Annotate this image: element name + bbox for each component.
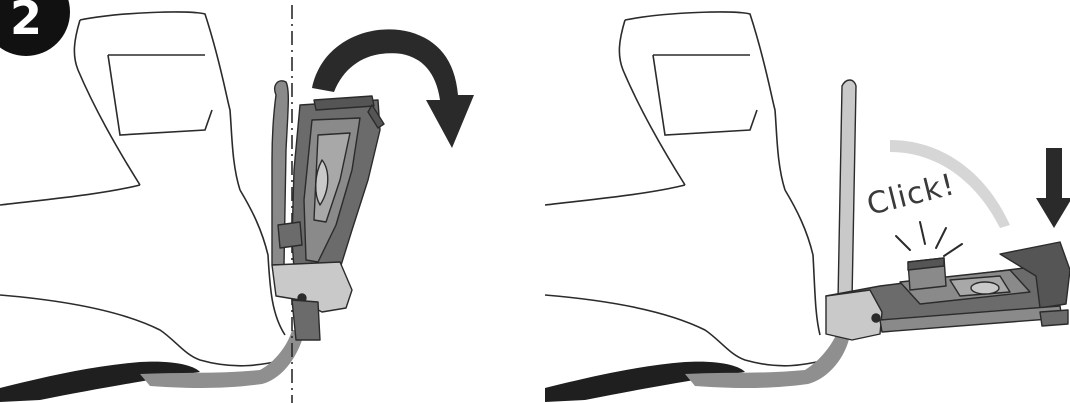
down-arrow-icon [1036,148,1070,228]
floor-right [545,335,850,402]
motion-arc [890,140,1010,228]
rotate-arrow-icon [312,29,474,148]
click-sound-lines [895,221,963,257]
unfolded-isofix-base [825,79,1070,341]
left-panel [0,5,474,403]
floor-left [0,330,305,402]
right-panel: Click! [544,11,1070,402]
vehicle-seat-outline-left [0,11,286,367]
step-number: 2 [10,0,42,45]
vehicle-seat-outline-right [544,11,826,367]
folded-isofix-base [271,80,385,341]
click-label: Click! [863,167,958,223]
step-badge: 2 [0,0,70,56]
